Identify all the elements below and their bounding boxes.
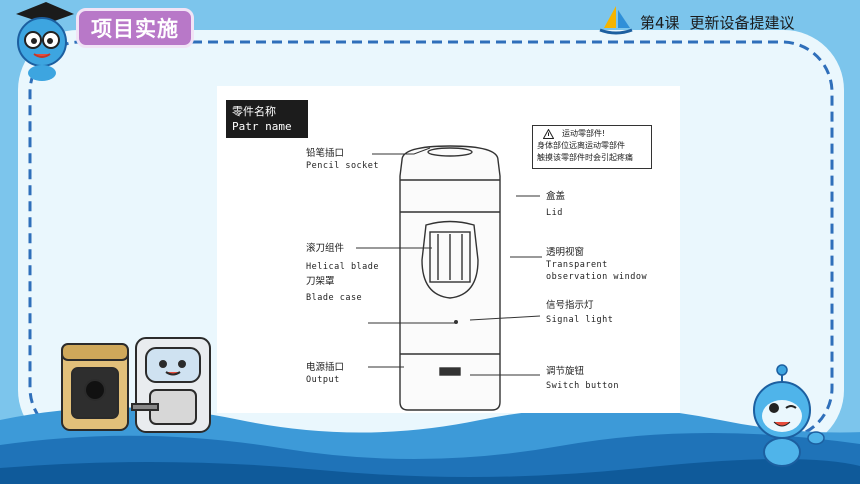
label-output-en: Output xyxy=(306,375,340,385)
warning-triangle-icon xyxy=(543,128,554,139)
sailboat-logo-icon xyxy=(599,6,633,35)
warning-line-2: 触摸该零部件时会引起疼痛 xyxy=(537,153,633,162)
label-blade-case-en: Blade case xyxy=(306,293,363,303)
label-signal-cn: 信号指示灯 xyxy=(546,300,594,311)
label-signal-en: Signal light xyxy=(546,315,614,325)
label-pencil-socket-cn: 铅笔插口 xyxy=(306,148,345,159)
label-pencil-socket: 铅笔插口 Pencil socket xyxy=(306,148,379,172)
label-helical-blade: 滚刀组件 Helical blade xyxy=(306,243,379,273)
label-switch-en: Switch button xyxy=(546,381,620,391)
label-window-cn: 透明视窗 xyxy=(546,247,585,258)
lesson-title: 第4课更新设备提建议 xyxy=(640,12,805,33)
warning-box: 运动零部件! 身体部位远离运动零部件 触摸该零部件时会引起疼痛 xyxy=(532,125,652,169)
lesson-topic: 更新设备提建议 xyxy=(689,14,795,32)
label-switch-button: 调节旋钮 Switch button xyxy=(546,366,619,392)
label-helical-blade-en: Helical blade xyxy=(306,262,380,272)
warning-line-1: 身体部位远离运动零部件 xyxy=(537,141,625,150)
pencil-sharpener-drawing xyxy=(399,145,501,411)
label-blade-case-cn: 刀架罩 xyxy=(306,276,335,287)
label-lid: 盒盖 Lid xyxy=(546,191,565,219)
label-switch-cn: 调节旋钮 xyxy=(546,366,585,377)
label-window-en-1: Transparent xyxy=(546,260,608,270)
mascot-graduate-icon xyxy=(16,2,74,81)
part-name-en: Patr name xyxy=(232,120,292,133)
label-output-cn: 电源插口 xyxy=(306,362,345,373)
section-badge: 项目实施 xyxy=(76,8,194,48)
warning-title: 运动零部件! xyxy=(562,129,606,138)
part-name-box: 零件名称 Patr name xyxy=(226,100,308,138)
lesson-number: 第4课 xyxy=(640,14,680,32)
label-output: 电源插口 Output xyxy=(306,362,344,386)
label-window-en-2: observation window xyxy=(546,272,648,282)
mascot-waving-icon xyxy=(753,364,825,467)
label-window: 透明视窗 Transparent observation window xyxy=(546,247,647,283)
label-pencil-socket-en: Pencil socket xyxy=(306,161,380,171)
part-name-cn: 零件名称 xyxy=(232,105,276,118)
label-blade-case: 刀架罩 Blade case xyxy=(306,276,362,304)
label-signal-light: 信号指示灯 Signal light xyxy=(546,300,613,326)
label-lid-cn: 盒盖 xyxy=(546,191,566,202)
label-helical-blade-cn: 滚刀组件 xyxy=(306,243,345,254)
cartoon-sharpeners-illustration xyxy=(61,337,211,433)
label-lid-en: Lid xyxy=(546,208,563,218)
